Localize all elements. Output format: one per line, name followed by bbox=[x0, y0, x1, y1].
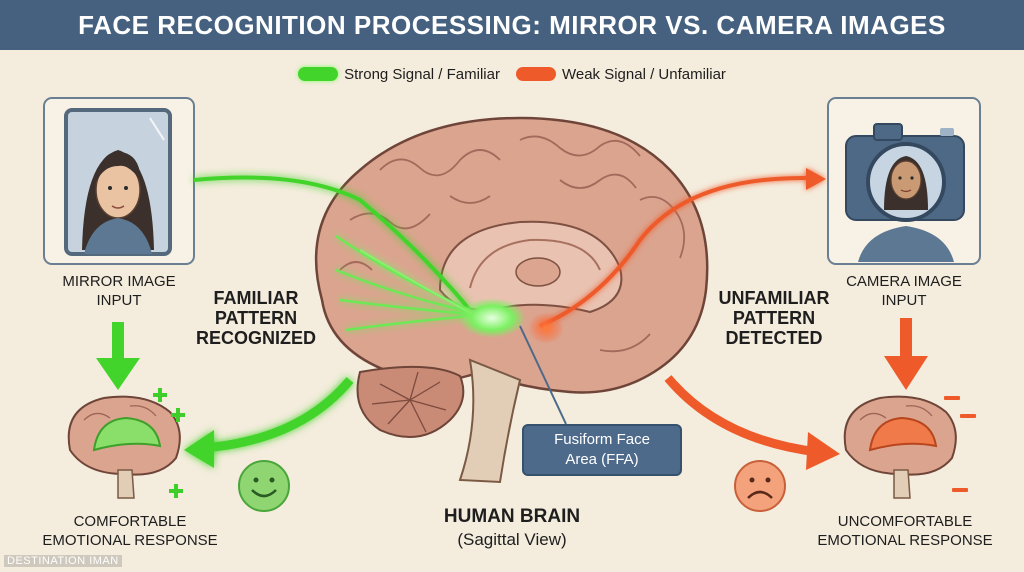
legend-item-strong: Strong Signal / Familiar bbox=[298, 66, 500, 83]
minus-icons bbox=[944, 396, 976, 492]
right-response-arrow bbox=[664, 375, 840, 470]
ffa-label-box: Fusiform Face Area (FFA) bbox=[522, 424, 682, 476]
watermark: DESTINATION IMAN bbox=[4, 555, 122, 567]
ffa-glow-green bbox=[458, 298, 526, 338]
legend-item-weak: Weak Signal / Unfamiliar bbox=[515, 65, 726, 83]
brain-subtitle: (Sagittal View) bbox=[457, 530, 567, 549]
page-title: FACE RECOGNITION PROCESSING: MIRROR VS. … bbox=[78, 9, 946, 40]
ffa-label: Fusiform Face Area (FFA) bbox=[554, 431, 650, 468]
right-down-arrow bbox=[884, 318, 928, 390]
plus-icons bbox=[153, 388, 185, 498]
camera-image-panel bbox=[827, 97, 981, 265]
frown-icon bbox=[734, 460, 786, 512]
ffa-pointer-line bbox=[519, 325, 567, 425]
comfortable-response-label: COMFORTABLE EMOTIONAL RESPONSE bbox=[42, 513, 218, 549]
uncomfortable-response-label: UNCOMFORTABLE EMOTIONAL RESPONSE bbox=[817, 513, 993, 549]
legend-weak-label: Weak Signal / Unfamiliar bbox=[561, 65, 726, 83]
legend-swatch-red bbox=[515, 67, 556, 81]
human-brain-illustration bbox=[314, 116, 709, 484]
camera-input-label: CAMERA IMAGE INPUT bbox=[846, 273, 962, 309]
familiar-pattern-label: FAMILIAR PATTERN RECOGNIZED bbox=[195, 288, 316, 348]
left-small-brain bbox=[67, 395, 181, 499]
brain-title: HUMAN BRAIN bbox=[443, 506, 581, 527]
right-small-brain bbox=[843, 395, 957, 499]
legend: Strong Signal / Familiar Weak Signal / U… bbox=[0, 62, 1024, 86]
mirror-input-label: MIRROR IMAGE INPUT bbox=[62, 273, 176, 309]
smiley-icon bbox=[238, 460, 290, 512]
weak-signal-pathway bbox=[539, 168, 826, 328]
title-bar: FACE RECOGNITION PROCESSING: MIRROR VS. … bbox=[0, 0, 1024, 50]
ffa-glow-red bbox=[528, 312, 564, 344]
unfamiliar-pattern-label: UNFAMILIAR PATTERN DETECTED bbox=[718, 288, 830, 348]
legend-strong-label: Strong Signal / Familiar bbox=[344, 65, 500, 83]
left-response-arrow bbox=[184, 377, 354, 468]
mirror-image-panel bbox=[43, 97, 195, 265]
legend-swatch-green bbox=[298, 67, 339, 81]
left-down-arrow bbox=[96, 322, 140, 390]
